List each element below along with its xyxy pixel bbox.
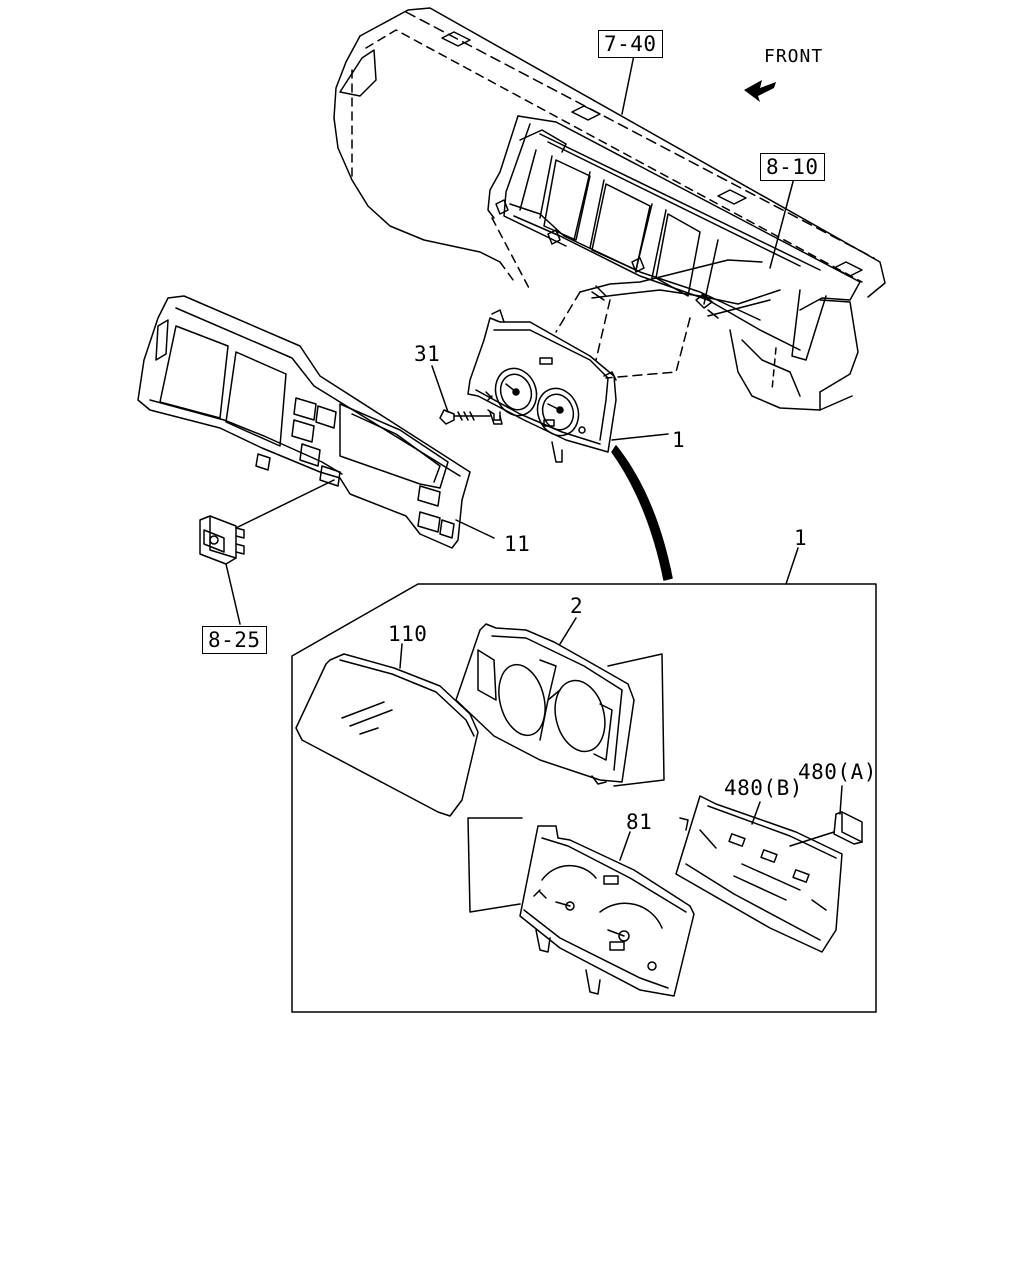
leader-1-upper (611, 433, 669, 441)
dashboard-panel (333, 7, 886, 411)
callout-11: 11 (504, 532, 531, 556)
screw-31-icon (431, 365, 491, 425)
circuit-board-480b (675, 795, 843, 953)
detail-swoosh-arrow (611, 445, 673, 581)
callout-110: 110 (388, 622, 428, 646)
callout-480a: 480(A) (798, 760, 877, 784)
callout-1-upper: 1 (672, 428, 686, 452)
front-label: FRONT (764, 46, 824, 67)
callout-480b: 480(B) (724, 776, 803, 800)
leader-480a (839, 785, 843, 815)
case-81 (519, 825, 695, 997)
leader-8-25 (225, 563, 241, 625)
leader-switch-to-bezel (235, 479, 335, 529)
callout-81: 81 (626, 810, 653, 834)
lens-110 (295, 653, 479, 817)
callout-7-40: 7-40 (598, 30, 663, 58)
callout-31: 31 (414, 342, 441, 366)
bracket-2 (607, 653, 665, 787)
leader-2 (559, 617, 577, 645)
detail-box (291, 583, 877, 1013)
callout-8-10: 8-10 (760, 153, 825, 181)
leader-480a-board (789, 831, 835, 847)
leader-7-40 (621, 54, 635, 115)
switch-8-25-icon (199, 515, 245, 565)
front-arrow-icon (744, 80, 776, 102)
leader-1-box (785, 547, 799, 585)
leader-8-10 (769, 177, 795, 269)
bezel-panel (137, 295, 471, 549)
leader-480b (751, 801, 761, 825)
cover-2 (455, 623, 635, 785)
callout-2: 2 (570, 594, 584, 618)
callout-8-25: 8-25 (202, 626, 267, 654)
bracket-81 (467, 817, 523, 913)
callout-1-box: 1 (794, 526, 808, 550)
part-480a (833, 811, 863, 845)
instrument-cluster-assembly (467, 309, 617, 463)
leader-81 (619, 831, 631, 861)
leader-11 (455, 519, 495, 539)
leader-110 (399, 643, 403, 669)
